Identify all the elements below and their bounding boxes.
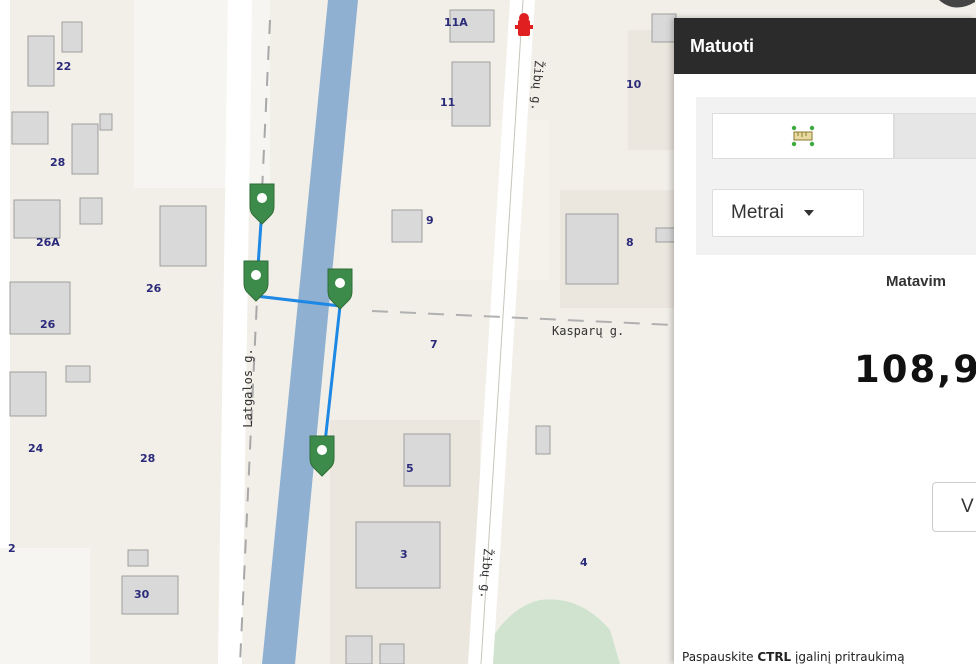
building [535,425,551,455]
canal [262,0,358,664]
result-value: 108,9 [854,348,976,391]
mode-tabs [712,113,976,159]
building [71,123,99,175]
latgalos-street [218,0,252,664]
building [79,197,103,225]
building [99,113,113,131]
map-lot [0,548,90,664]
house-number: 8 [626,236,634,249]
street-name-zibu-lower: Žibų g. [477,548,495,600]
house-number: 22 [56,60,71,73]
map-marker-icon[interactable] [309,435,335,477]
house-number: 4 [580,556,588,569]
house-number: 26 [40,318,56,331]
map-lot [628,30,674,150]
building [391,209,423,243]
house-number: 26A [36,236,60,249]
tab-measure-line[interactable] [712,113,895,159]
house-number: 7 [430,338,438,351]
ruler-line-icon [791,125,815,147]
building [27,35,55,87]
building [449,9,495,43]
street-name-kasparu: Kasparų g. [552,324,624,338]
measure-tools: Metrai [696,97,976,255]
house-number: 11A [444,16,468,29]
building [379,643,405,664]
panel-title: Matuoti [690,35,754,56]
street-name-latgalos: Latgalos g. [241,348,255,427]
building [127,549,149,567]
house-number: 28 [140,452,155,465]
building [65,365,91,383]
action-button[interactable]: V [932,482,976,532]
building [655,227,677,243]
house-number: 2 [8,542,16,555]
map-marker-icon[interactable] [249,183,275,225]
building [355,521,441,589]
building [159,205,207,267]
house-number: 26 [146,282,162,295]
house-number: 30 [134,588,150,601]
building [345,635,373,664]
fire-hydrant-icon [515,13,533,36]
panel-header: Matuoti [674,18,976,74]
path-dashed [239,19,271,664]
tab-measure-area[interactable] [894,113,976,159]
building [403,433,451,487]
house-number: 11 [440,96,455,109]
hint-prefix: Paspauskite [682,650,758,664]
snap-hint: Paspauskite CTRL įgalinį pritraukimą [682,650,905,664]
hint-suffix: įgalinį pritraukimą [791,650,905,664]
building [11,111,49,145]
building [9,281,71,335]
building [121,575,179,615]
building [61,21,83,53]
house-number: 5 [406,462,414,475]
hint-key: CTRL [757,650,792,664]
map-marker-icon[interactable] [327,268,353,310]
map-left-edge [0,0,10,664]
result-label: Matavim [886,273,947,290]
measurement-path [254,207,342,471]
building [13,199,61,239]
kasparu-street-line [371,310,675,326]
park-area [480,599,620,664]
map-marker-icon[interactable] [243,260,269,302]
action-button-label: V [961,496,974,517]
building [651,13,677,43]
street-name-zibu: Žibų g. [528,60,546,112]
house-number: 10 [626,78,642,91]
zibu-street-edge [480,0,524,664]
building [451,61,491,127]
dark-corner-decor [939,0,975,8]
building [9,371,47,417]
caret-down-icon [803,210,814,216]
house-number: 24 [28,442,44,455]
units-select[interactable]: Metrai [712,189,864,237]
units-value: Metrai [731,202,784,223]
house-number: 28 [50,156,65,169]
measure-panel: Matuoti Metrai Matavim 1 [674,18,976,664]
house-number: 3 [400,548,408,561]
house-number: 9 [426,214,434,227]
building [565,213,619,285]
